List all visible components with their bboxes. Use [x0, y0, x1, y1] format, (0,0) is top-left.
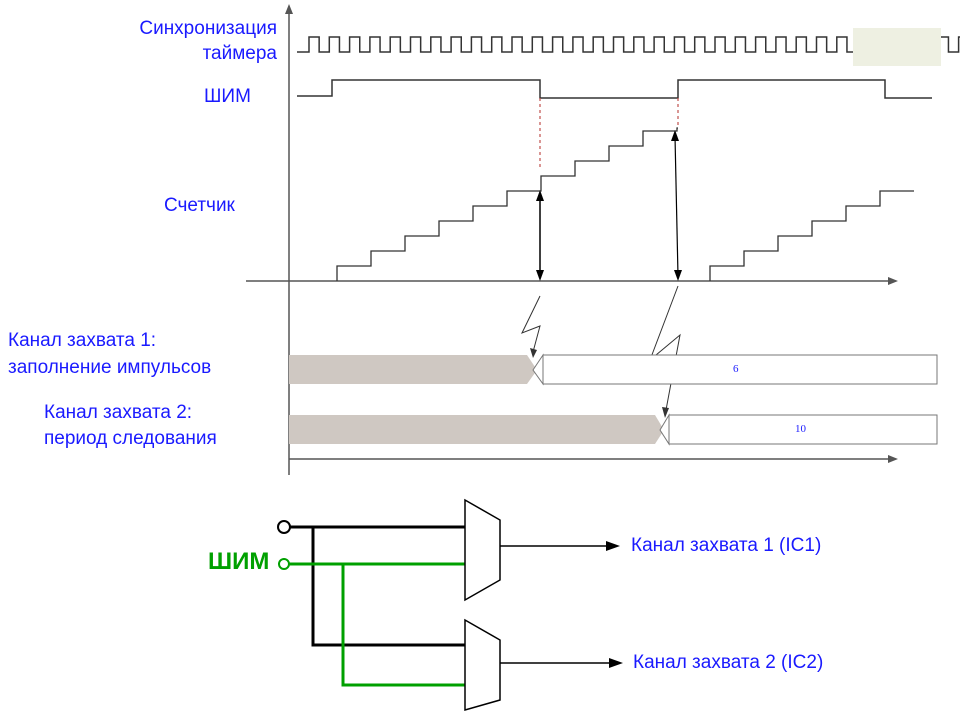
y-axis-arrow: [285, 4, 293, 14]
counter-staircase-2: [709, 190, 914, 281]
capture-arrow-1-top: [536, 190, 544, 201]
ic2-label-line2: период следования: [44, 428, 217, 449]
ic2-new-value-box: [668, 414, 938, 445]
time-axis-arrow: [888, 455, 898, 463]
mux1-output-arrowhead: [606, 541, 620, 551]
schematic-output2-label: Канал захвата 2 (IC2): [633, 652, 824, 673]
schematic-pwm-input-label: ШИМ: [208, 548, 270, 575]
ic2-transition: [659, 413, 670, 446]
trigger-lightning-1-head: [530, 348, 537, 358]
sync-label-line1: Синхронизация: [139, 18, 277, 39]
trigger-lightning-2-head: [662, 407, 669, 418]
ic2-previous-value-bar: [289, 415, 664, 444]
capture-arrow-1-bottom: [536, 270, 544, 281]
ic1-previous-value-bar: [289, 355, 537, 384]
pwm-input-terminal: [278, 558, 290, 570]
ic1-label-line1: Канал захвата 1:: [8, 330, 157, 351]
trigger-lightning-1: [520, 295, 541, 353]
mux-2: [464, 618, 501, 711]
ic1-label-line2: заполнение импульсов: [8, 357, 212, 378]
schematic-output1-label: Канал захвата 1 (IC1): [631, 535, 822, 556]
black-wire-to-mux2: [311, 527, 465, 647]
ic2-captured-value: 10: [795, 423, 806, 435]
capture-arrow-2-top: [671, 130, 679, 141]
mux-1: [464, 498, 501, 602]
sync-label-line2: таймера: [202, 43, 277, 64]
clock-covered-box: [853, 28, 941, 66]
ic1-new-value-box: [542, 354, 938, 385]
counter-axis-arrow: [888, 277, 898, 285]
mux2-output-arrowhead: [609, 658, 623, 668]
green-wire-to-mux2: [341, 564, 465, 687]
counter-label: Счетчик: [164, 195, 235, 216]
capture-arrow-2: [674, 135, 679, 277]
ic1-captured-value: 6: [733, 363, 739, 375]
clock-input-terminal: [277, 520, 291, 534]
pwm-waveform: [297, 79, 932, 99]
ic2-label-line1: Канал захвата 2:: [44, 402, 193, 423]
trigger-lightning-2: [648, 285, 681, 411]
pwm-label: ШИМ: [204, 86, 251, 107]
counter-staircase-1: [336, 127, 678, 281]
ic1-transition: [532, 353, 544, 386]
capture-arrow-2-bottom: [674, 270, 682, 281]
